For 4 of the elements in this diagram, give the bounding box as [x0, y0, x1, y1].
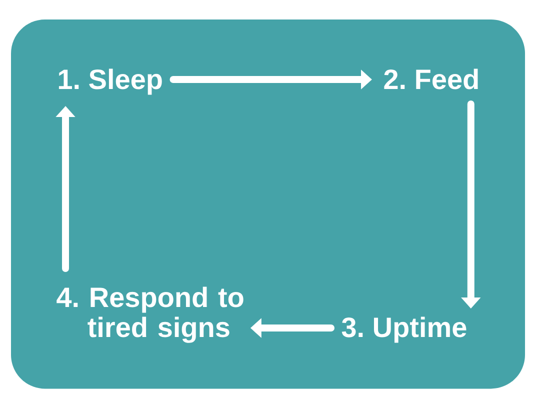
step-label: 3. Uptime — [342, 316, 466, 343]
step-label: 4. Respond to tired signs — [56, 286, 244, 343]
step-label: 2. Feed — [384, 68, 478, 90]
step-label: 1. Sleep — [58, 68, 162, 95]
